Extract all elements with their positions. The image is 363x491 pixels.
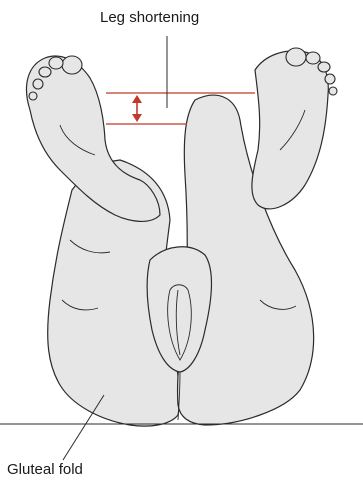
gluteal-fold-label: Gluteal fold <box>7 461 83 478</box>
left-toe-2 <box>49 57 63 69</box>
left-toe-5 <box>29 92 37 100</box>
left-foot-shape <box>26 56 160 221</box>
right-toe-4 <box>325 74 335 84</box>
right-toe-1 <box>286 48 306 66</box>
left-toe-3 <box>39 67 51 77</box>
left-toe-4 <box>33 79 43 89</box>
right-foot-shape <box>252 51 328 209</box>
right-toe-2 <box>306 52 320 64</box>
right-toe-3 <box>318 62 330 72</box>
right-toe-5 <box>329 87 337 95</box>
left-toe-1 <box>62 56 82 74</box>
leg-shortening-label: Leg shortening <box>100 9 199 26</box>
